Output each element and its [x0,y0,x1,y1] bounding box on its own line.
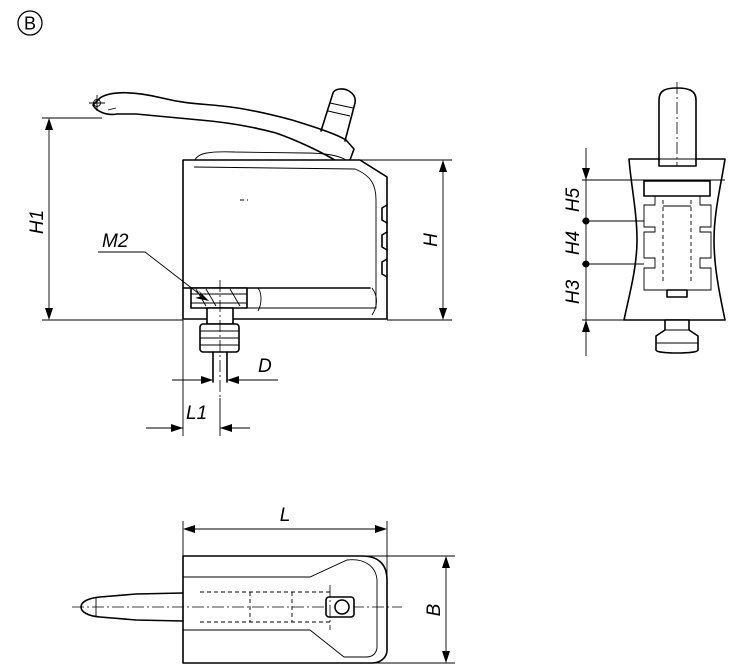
dimension-l1: L1 [146,320,250,436]
dimension-label-h4: H4 [563,231,584,255]
thrust-pin [320,88,357,142]
dimension-h1: H1 [27,117,183,321]
dimension-label-h3: H3 [563,279,584,304]
dimension-b: B [362,555,455,664]
top-view-body [182,555,388,664]
dimension-label-h1: H1 [27,210,48,234]
end-view-pin [658,87,697,161]
clamp-lever [92,91,355,163]
thread-label-m2: M2 [102,231,129,252]
dimension-label-l1: L1 [186,403,207,424]
variant-badge: B [17,10,43,36]
dimension-label-b: B [424,603,445,616]
top-view: L B [72,505,455,664]
dimension-d: D [172,356,278,384]
side-view: H1 H M2 D L1 [27,88,452,436]
thread-callout-m2: M2 [98,231,209,301]
end-view: H5 H4 H3 [563,82,726,356]
dimension-l: L [182,505,388,580]
dimension-label-l: L [280,505,291,526]
variant-badge-letter: B [24,14,36,34]
dimension-label-h: H [421,233,442,247]
dimension-label-h5: H5 [563,187,584,212]
dimensions-h5-h4-h3: H5 H4 H3 [563,148,644,356]
clamp-body [182,159,388,320]
clamping-screw [190,280,248,398]
dimension-h: H [360,159,452,321]
dimension-label-d: D [258,356,272,377]
